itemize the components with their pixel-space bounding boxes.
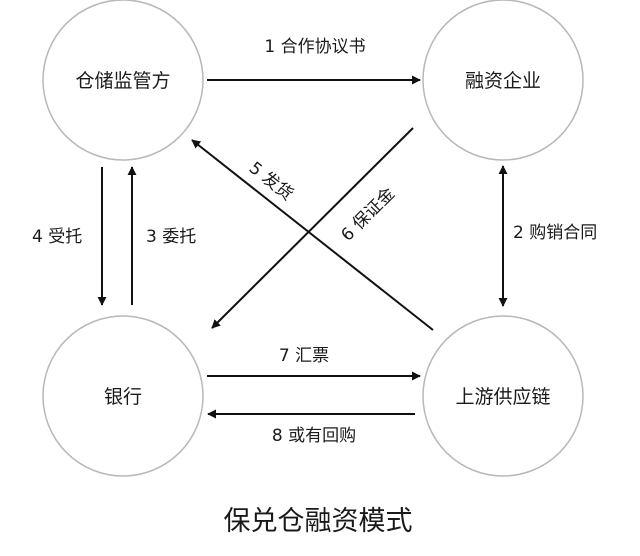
edge-2-label: 2 购销合同 — [513, 223, 597, 243]
edge-3-label: 3 委托 — [146, 227, 196, 247]
edge-6-arrow — [211, 127, 414, 329]
edge-5-label: 5 发货 — [245, 158, 297, 205]
node-enterprise-label: 融资企业 — [465, 70, 541, 92]
edge-1-label: 1 合作协议书 — [264, 37, 365, 57]
node-warehouse: 仓储监管方 — [42, 0, 204, 161]
node-enterprise-circle — [422, 0, 584, 161]
node-enterprise: 融资企业 — [422, 0, 584, 161]
node-upstream-circle — [422, 315, 584, 477]
edge-4-label: 4 受托 — [32, 227, 82, 247]
node-bank-label: 银行 — [104, 386, 142, 408]
node-bank-circle — [42, 315, 204, 477]
edge-5-arrow — [191, 139, 434, 331]
node-warehouse-circle — [42, 0, 204, 161]
node-upstream-label: 上游供应链 — [455, 386, 550, 408]
diagram-caption: 保兑仓融资模式 — [224, 506, 413, 537]
node-warehouse-label: 仓储监管方 — [75, 70, 170, 92]
edge-8-label: 8 或有回购 — [272, 426, 356, 446]
node-bank: 银行 — [42, 315, 204, 477]
edge-7-label: 7 汇票 — [279, 346, 329, 366]
node-upstream: 上游供应链 — [422, 315, 584, 477]
